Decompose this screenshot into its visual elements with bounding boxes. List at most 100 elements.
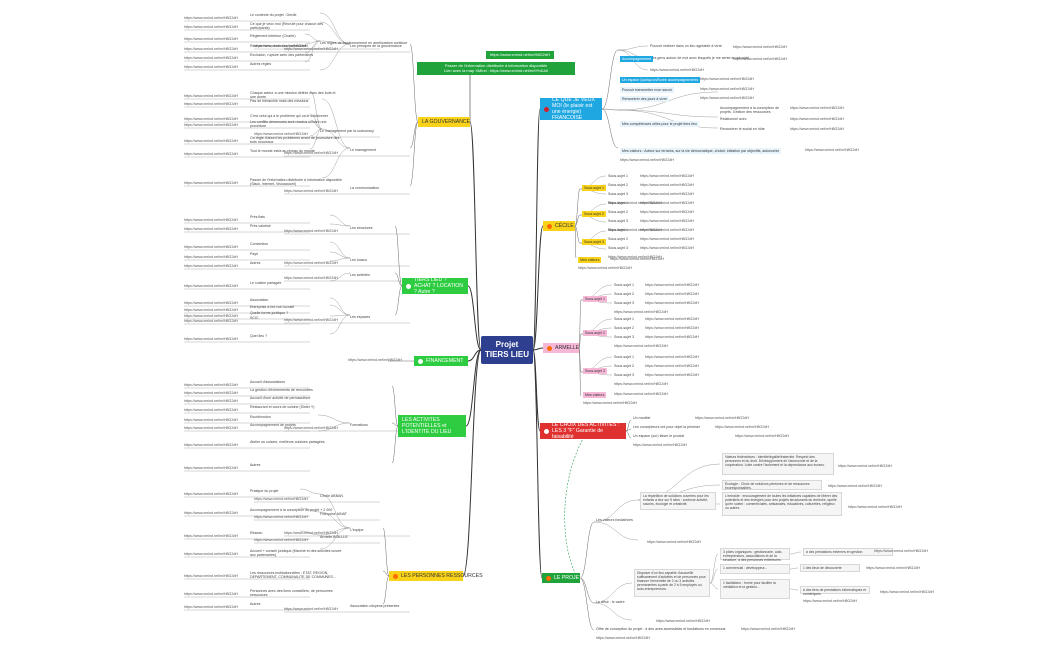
left-node[interactable]: Prés flats: [250, 215, 265, 219]
left-node[interactable]: Payé: [250, 252, 259, 256]
left-node[interactable]: Convention: [250, 242, 269, 246]
right-node[interactable]: Sous-sujet 1: [582, 185, 606, 191]
topic-personnes[interactable]: LES PERSONNES RESSOURCES: [389, 571, 483, 581]
xmind-url-link[interactable]: https://www.xmind.net/m/H8G2dH: [184, 65, 238, 69]
xmind-url-link[interactable]: https://www.xmind.net/m/H8G2dH: [608, 255, 662, 259]
left-node[interactable]: C'est celui qui a le problème qui va le …: [250, 114, 328, 118]
xmind-url-link[interactable]: https://www.xmind.net/m/H8G2dH: [184, 37, 238, 41]
left-node[interactable]: Personnes avec des liens conseillers, de…: [250, 589, 333, 598]
right-node[interactable]: Sous-sujet 2: [614, 326, 634, 330]
xmind-url-link[interactable]: https://www.xmind.net/m/H8G2dH: [640, 183, 694, 187]
xmind-url-link[interactable]: https://www.xmind.net/m/H8G2dH: [284, 276, 338, 280]
xmind-url-link[interactable]: https://www.xmind.net/m/H8G2dH: [184, 94, 238, 98]
xmind-url-link[interactable]: https://www.xmind.net/m/H8G2dH: [620, 158, 674, 162]
xmind-url-link[interactable]: https://www.xmind.net/m/H8G2dH: [348, 358, 402, 362]
xmind-url-link[interactable]: https://www.xmind.net/m/H8G2dH: [645, 317, 699, 321]
banner-subtitle[interactable]: Lien avec la map XMind : https://www.xmi…: [443, 68, 549, 73]
xmind-url-link[interactable]: https://www.xmind.net/m/H8G2dH: [184, 383, 238, 387]
left-node[interactable]: Tout le monde est/a au niveau du monde: [250, 149, 315, 153]
topic-activites[interactable]: LES ACTIVITES POTENTIELLES et L'IDENTITE…: [398, 415, 466, 437]
topic-cecile[interactable]: CÉCILE: [543, 221, 575, 231]
central-topic[interactable]: Projet TIERS LIEU: [481, 336, 533, 364]
left-node[interactable]: Autres: [250, 602, 261, 606]
right-node[interactable]: Sous-sujet 3: [608, 192, 628, 196]
xmind-url-link[interactable]: https://www.xmind.net/m/H8G2dH: [790, 127, 844, 131]
xmind-url-link[interactable]: https://www.xmind.net/m/H8G2dH: [284, 607, 338, 611]
right-node[interactable]: Sous-sujet 1: [608, 228, 628, 232]
xmind-url-link[interactable]: https://www.xmind.net/m/H8G2dH: [790, 117, 844, 121]
xmind-url-link[interactable]: https://www.xmind.net/m/H8G2dH: [184, 56, 238, 60]
left-node[interactable]: Les conflits démesurés sont résolus suiv…: [250, 120, 327, 129]
left-node[interactable]: Les règles de fonctionnement en améliora…: [320, 41, 408, 45]
right-node[interactable]: Sous-sujet 3: [614, 335, 634, 339]
xmind-url-link[interactable]: https://www.xmind.net/m/H8G2dH: [284, 261, 338, 265]
right-node[interactable]: Sous-sujet 3: [608, 246, 628, 250]
xmind-url-link[interactable]: https://www.xmind.net/m/H8G2dH: [645, 335, 699, 339]
xmind-url-link[interactable]: https://www.xmind.net/m/H8G2dH: [866, 566, 920, 570]
xmind-url-link[interactable]: https://www.xmind.net/m/H8G2dH: [184, 152, 238, 156]
right-node[interactable]: Sous-sujet 1: [614, 355, 634, 359]
left-node[interactable]: Les locaux: [350, 258, 368, 262]
left-node[interactable]: Le contexte du projet : Décile: [250, 13, 297, 17]
left-node[interactable]: Armelle BOILLLE: [320, 535, 348, 539]
right-node[interactable]: Sous-sujet 1: [614, 283, 634, 287]
right-node[interactable]: Rencontrer des jours à vivre: [620, 96, 669, 102]
xmind-url-link[interactable]: https://www.xmind.net/m/H8G2dH: [695, 416, 749, 420]
xmind-url-link[interactable]: https://www.xmind.net/m/H8G2dH: [184, 399, 238, 403]
xmind-url-link[interactable]: https://www.xmind.net/m/H8G2dH: [184, 255, 238, 259]
right-node[interactable]: Mes valeurs: [578, 257, 602, 263]
left-node[interactable]: Le management par la sociocracy: [320, 129, 374, 133]
xmind-url-link[interactable]: https://www.xmind.net/m/H8G2dH: [733, 45, 787, 49]
xmind-url-link[interactable]: https://www.xmind.net/m/H8G2dH: [254, 497, 308, 501]
xmind-url-link[interactable]: https://www.xmind.net/m/H8G2dH: [614, 310, 668, 314]
xmind-url-link[interactable]: https://www.xmind.net/m/H8G2dH: [184, 552, 238, 556]
xmind-url-link[interactable]: https://www.xmind.net/m/H8G2dH: [284, 189, 338, 193]
right-node[interactable]: Un espace (sur) faiser le produit: [633, 434, 685, 438]
right-node[interactable]: Sous-sujet 3: [614, 373, 634, 377]
right-node[interactable]: Sous-sujet 2: [608, 210, 628, 214]
left-node[interactable]: Ce que je veux moi (Recruté pour chacun …: [250, 22, 324, 31]
xmind-url-link[interactable]: https://www.xmind.net/m/H8G2dH: [184, 16, 238, 20]
xmind-url-link[interactable]: https://www.xmind.net/m/H8G2dH: [640, 192, 694, 196]
xmind-url-link[interactable]: https://www.xmind.net/m/H8G2dH: [184, 319, 238, 323]
right-node[interactable]: Sous-sujet 3: [583, 368, 607, 374]
xmind-url-link[interactable]: https://www.xmind.net/m/H8G2dH: [805, 148, 859, 152]
right-node[interactable]: Des gens autour de moi avec lesquels je …: [650, 56, 750, 60]
xmind-url-link[interactable]: https://www.xmind.net/m/H8G2dH: [184, 314, 238, 318]
xmind-url-link[interactable]: https://www.xmind.net/m/H8G2dH: [640, 228, 694, 232]
right-node[interactable]: Sous-sujet 1: [608, 174, 628, 178]
xmind-url-link[interactable]: https://www.xmind.net/m/H8G2dH: [596, 636, 650, 640]
xmind-url-link[interactable]: https://www.xmind.net/m/H8G2dH: [184, 218, 238, 222]
xmind-url-link[interactable]: https://www.xmind.net/m/H8G2dH: [715, 425, 769, 429]
xmind-url-link[interactable]: https://www.xmind.net/m/H8G2dH: [640, 237, 694, 241]
xmind-url-link[interactable]: https://www.xmind.net/m/H8G2dH: [184, 264, 238, 268]
left-node[interactable]: Recrutement, choix des partenaires: [250, 44, 307, 48]
xmind-url-link[interactable]: https://www.xmind.net/m/H8G2dH: [284, 318, 338, 322]
right-node[interactable]: Sous-sujet 1: [608, 201, 628, 205]
xmind-url-link[interactable]: https://www.xmind.net/m/H8G2dH: [254, 132, 308, 136]
xmind-url-link[interactable]: https://www.xmind.net/m/H8G2dH: [614, 344, 668, 348]
xmind-url-link[interactable]: https://www.xmind.net/m/H8G2dH: [650, 68, 704, 72]
right-node[interactable]: Sous-sujet 2: [582, 211, 606, 217]
xmind-url-link[interactable]: https://www.xmind.net/m/H8G2dH: [578, 266, 632, 270]
xmind-url-link[interactable]: https://www.xmind.net/m/H8G2dH: [184, 418, 238, 422]
left-node[interactable]: La gestion d'évènements de rencontres: [250, 388, 313, 392]
left-node[interactable]: Les activités: [350, 273, 370, 277]
right-node[interactable]: Sous-sujet 2: [614, 364, 634, 368]
left-node[interactable]: Formations: [350, 423, 368, 427]
right-node[interactable]: Relationnel avec: [720, 117, 747, 121]
xmind-url-link[interactable]: https://www.xmind.net/m/H8G2dH: [184, 408, 238, 412]
left-node[interactable]: Le management: [350, 148, 376, 152]
left-node[interactable]: Passer de l'information distribuée à inf…: [250, 178, 342, 187]
xmind-url-link[interactable]: https://www.xmind.net/m/H8G2dH: [640, 174, 694, 178]
left-node[interactable]: Prés valorisé: [250, 224, 271, 228]
right-node[interactable]: Un espace Quelqu'un/Ecrire accompagnemen…: [620, 77, 701, 83]
xmind-url-link[interactable]: https://www.xmind.net/m/H8G2dH: [184, 426, 238, 430]
xmind-url-link[interactable]: https://www.xmind.net/m/H8G2dH: [656, 619, 710, 623]
xmind-url-link[interactable]: https://www.xmind.net/m/H8G2dH: [640, 210, 694, 214]
xmind-url-link[interactable]: https://www.xmind.net/m/H8G2dH: [184, 227, 238, 231]
left-node[interactable]: Exclusion, rupture avec des partenaires: [250, 53, 314, 57]
xmind-url-link[interactable]: https://www.xmind.net/m/H8G2dH: [254, 538, 308, 542]
xmind-url-link[interactable]: https://www.xmind.net/m/H8G2dH: [838, 464, 892, 468]
left-node[interactable]: Les espaces: [350, 315, 371, 319]
